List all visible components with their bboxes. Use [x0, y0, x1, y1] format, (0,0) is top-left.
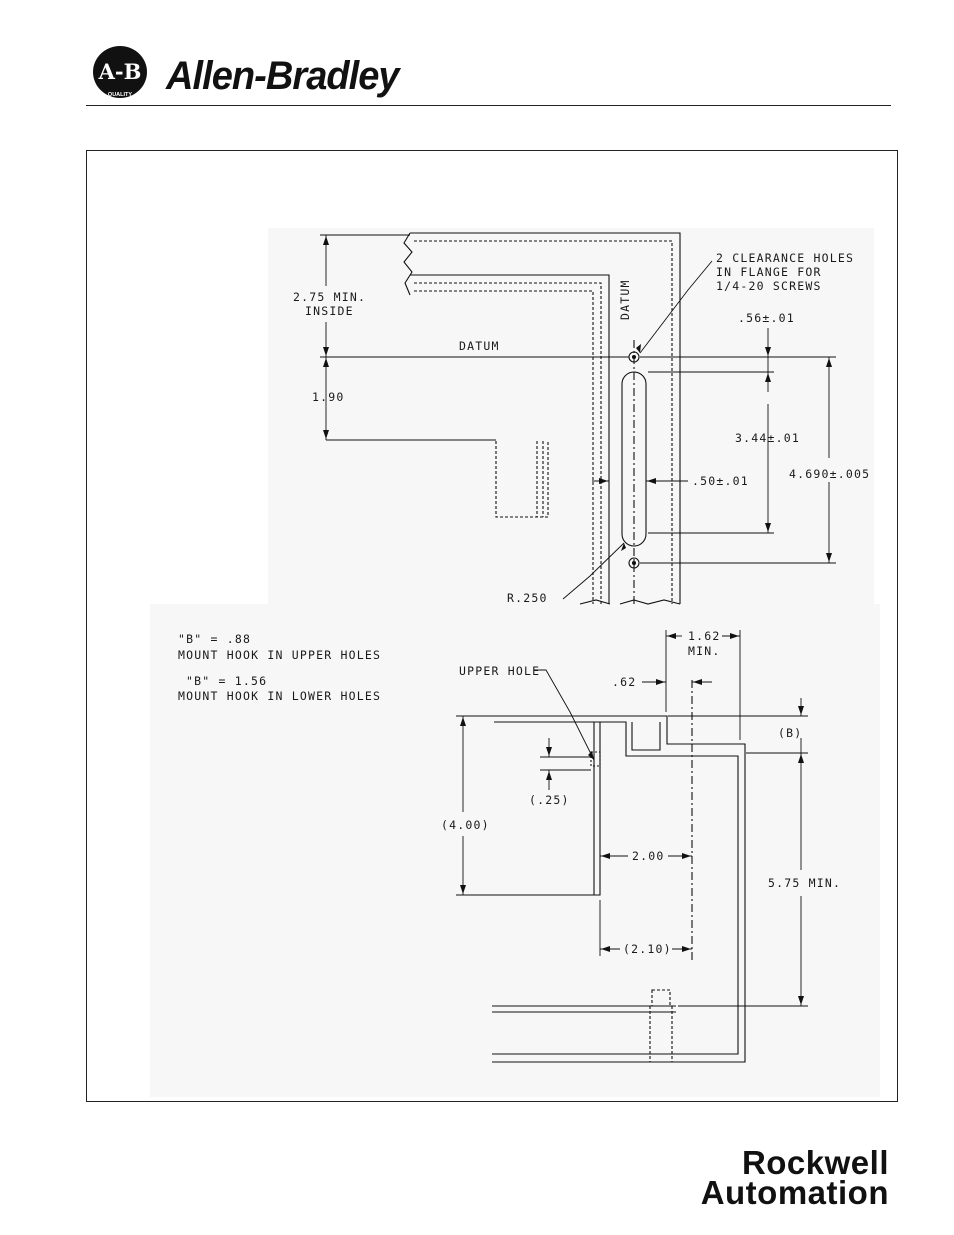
radius-label: R.250 [507, 591, 548, 605]
rockwell-automation-logo: Rockwell Automation [643, 1146, 893, 1210]
top-dimension-arrows [323, 236, 832, 562]
flange-slot-holes [621, 340, 647, 604]
dim-056: .56±.01 [738, 311, 795, 325]
dim-b: (B) [778, 726, 802, 740]
footer-logo-line2: Automation [700, 1174, 889, 1211]
dim-062: .62 [612, 675, 636, 689]
dim-162: 1.62 [688, 629, 721, 643]
dim-162-min: MIN. [688, 644, 721, 658]
header-rule [86, 105, 891, 106]
top-labels: 2.75 MIN. INSIDE DATUM DATUM 1.90 2 CLEA… [293, 251, 870, 605]
dim-inside-label: INSIDE [305, 304, 354, 318]
note-b1-desc: MOUNT HOOK IN UPPER HOLES [178, 648, 381, 662]
note-b1: "B" = .88 [178, 632, 251, 646]
dim-inside-value: 2.75 MIN. [293, 290, 366, 304]
datum-horizontal: DATUM [459, 339, 500, 353]
dim-4690: 4.690±.005 [789, 467, 870, 481]
note-b2-desc: MOUNT HOOK IN LOWER HOLES [178, 689, 381, 703]
dim-575: 5.75 MIN. [768, 876, 841, 890]
holes-note-line2: IN FLANGE FOR [716, 265, 822, 279]
dim-210: (2.10) [623, 942, 672, 956]
note-b2: "B" = 1.56 [186, 674, 267, 688]
dim-344: 3.44±.01 [735, 431, 800, 445]
brand-name: Allen-Bradley [166, 54, 400, 98]
logo-sub-text: QUALITY [108, 92, 132, 98]
top-view-bracket [403, 232, 681, 605]
datum-vertical: DATUM [618, 279, 632, 320]
dim-025: (.25) [529, 793, 570, 807]
upper-hole-label: UPPER HOLE [459, 664, 540, 678]
dim-200: 2.00 [632, 849, 665, 863]
side-view-hook [492, 680, 746, 1063]
side-labels: "B" = .88 MOUNT HOOK IN UPPER HOLES "B" … [178, 629, 841, 956]
holes-note-line3: 1/4-20 SCREWS [716, 279, 822, 293]
dim-400: (4.00) [441, 818, 490, 832]
allen-bradley-logo: A-B QUALITY [93, 46, 147, 98]
logo-mark-text: A-B [98, 59, 142, 84]
dim-050: .50±.01 [692, 474, 749, 488]
page-header: A-B QUALITY Allen-Bradley [0, 0, 954, 110]
drawing-frame [86, 150, 898, 1102]
side-dimension-arrows [460, 633, 804, 1005]
holes-note-line1: 2 CLEARANCE HOLES [716, 251, 854, 265]
footer-logo-line1: Rockwell [741, 1144, 889, 1181]
dim-190: 1.90 [312, 390, 345, 404]
